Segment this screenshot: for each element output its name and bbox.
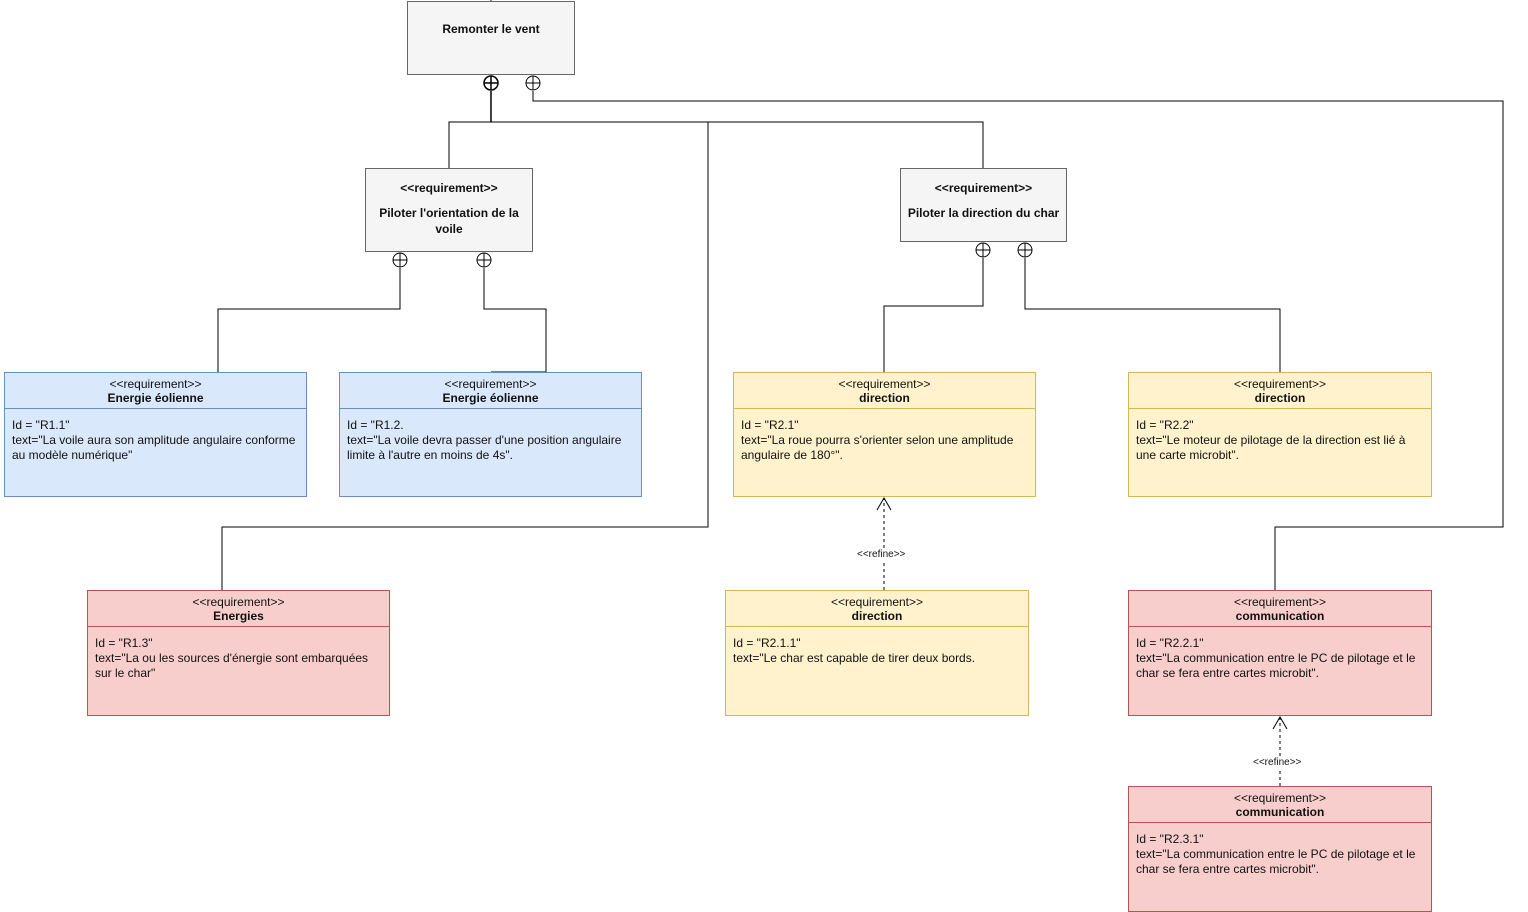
requirement-name: communication — [1235, 609, 1325, 623]
requirement-name: Energie éolienne — [107, 391, 204, 405]
requirement-r1-2[interactable]: <<requirement>>Energie éolienne Id = "R1… — [339, 372, 642, 497]
requirement-name: direction — [851, 609, 903, 623]
requirement-id: Id = "R2.2.1" — [1136, 636, 1204, 650]
containment-line-r21 — [883, 258, 984, 372]
compartment-divider — [1129, 408, 1431, 409]
containment-line-communication — [532, 91, 1504, 590]
stereotype-label: <<requirement>> — [192, 595, 285, 609]
containment-line-subs — [448, 121, 984, 168]
refine-arrow-1 — [876, 497, 892, 511]
refine-arrow-2 — [1272, 716, 1288, 730]
stereotype-label: <<requirement>> — [1233, 377, 1327, 391]
stereotype-label: <<requirement>> — [838, 377, 931, 391]
containment-icon — [1017, 242, 1033, 258]
stereotype-label: <<requirement>> — [400, 181, 498, 195]
compartment-divider — [340, 408, 641, 409]
compartment-divider — [734, 408, 1035, 409]
requirement-id: Id = "R1.3" — [95, 636, 153, 650]
compartment-divider — [88, 626, 389, 627]
requirement-text: text="La communication entre le PC de pi… — [1136, 651, 1416, 680]
stereotype-label: <<requirement>> — [1233, 595, 1327, 609]
requirement-name: Energie éolienne — [442, 391, 539, 405]
requirement-id: Id = "R1.2. — [347, 418, 404, 432]
requirement-id: Id = "R2.2" — [1136, 418, 1194, 432]
stereotype-label: <<requirement>> — [109, 377, 202, 391]
requirement-r2-1[interactable]: <<requirement>>direction Id = "R2.1"text… — [733, 372, 1036, 497]
requirement-text: text="La voile devra passer d'une positi… — [347, 433, 622, 462]
containment-icon — [525, 75, 541, 91]
requirement-r2-2-1[interactable]: <<requirement>>communication Id = "R2.2.… — [1128, 590, 1432, 716]
root-name: Remonter le vent — [442, 22, 540, 36]
refine-label: <<refine>> — [1252, 757, 1303, 768]
requirement-text: text="La voile aura son amplitude angula… — [12, 433, 296, 462]
stereotype-label: <<requirement>> — [934, 181, 1033, 195]
root-requirement-block[interactable]: Remonter le vent — [407, 1, 575, 75]
requirement-id: Id = "R2.1" — [741, 418, 799, 432]
requirement-direction-char[interactable]: <<requirement>> Piloter la direction du … — [900, 168, 1067, 242]
containment-line-r22 — [1024, 258, 1281, 372]
compartment-divider — [1129, 822, 1431, 823]
containment-line-r12 — [483, 268, 547, 373]
requirement-text: text="Le char est capable de tirer deux … — [733, 651, 976, 665]
requirement-name: Piloter l'orientation de la voile — [379, 206, 519, 236]
requirement-id: Id = "R1.1" — [12, 418, 70, 432]
requirement-r1-1[interactable]: <<requirement>>Energie éolienne Id = "R1… — [4, 372, 307, 497]
requirement-id: Id = "R2.3.1" — [1136, 832, 1204, 846]
containment-icon — [476, 252, 492, 268]
requirement-name: communication — [1235, 805, 1325, 819]
requirement-name: direction — [1254, 391, 1306, 405]
requirement-r1-3[interactable]: <<requirement>>Energies Id = "R1.3"text=… — [87, 590, 390, 716]
requirement-orientation-voile[interactable]: <<requirement>> Piloter l'orientation de… — [365, 168, 533, 252]
requirement-name: direction — [859, 391, 910, 405]
requirement-r2-1-1[interactable]: <<requirement>>direction Id = "R2.1.1"te… — [725, 590, 1029, 716]
containment-icon — [483, 75, 499, 91]
requirement-r2-3-1[interactable]: <<requirement>>communication Id = "R2.3.… — [1128, 786, 1432, 912]
compartment-divider — [726, 626, 1028, 627]
containment-line-energies — [221, 122, 709, 590]
requirement-text: text="La ou les sources d'énergie sont e… — [95, 651, 369, 680]
requirement-id: Id = "R2.1.1" — [733, 636, 801, 650]
compartment-divider — [5, 408, 306, 409]
stereotype-label: <<requirement>> — [1233, 791, 1327, 805]
containment-icon — [975, 242, 991, 258]
containment-line-r11 — [217, 268, 401, 372]
stereotype-label: <<requirement>> — [444, 377, 537, 391]
stereotype-label: <<requirement>> — [830, 595, 924, 609]
requirement-name: Energies — [213, 609, 264, 623]
requirement-r2-2[interactable]: <<requirement>>direction Id = "R2.2"text… — [1128, 372, 1432, 497]
requirement-text: text="La communication entre le PC de pi… — [1136, 847, 1416, 876]
requirement-text: text="Le moteur de pilotage de la direct… — [1136, 433, 1406, 462]
containment-icon — [392, 252, 408, 268]
refine-label: <<refine>> — [856, 549, 907, 560]
requirement-name: Piloter la direction du char — [907, 206, 1060, 220]
compartment-divider — [1129, 626, 1431, 627]
requirement-text: text="La roue pourra s'orienter selon un… — [741, 433, 1014, 462]
